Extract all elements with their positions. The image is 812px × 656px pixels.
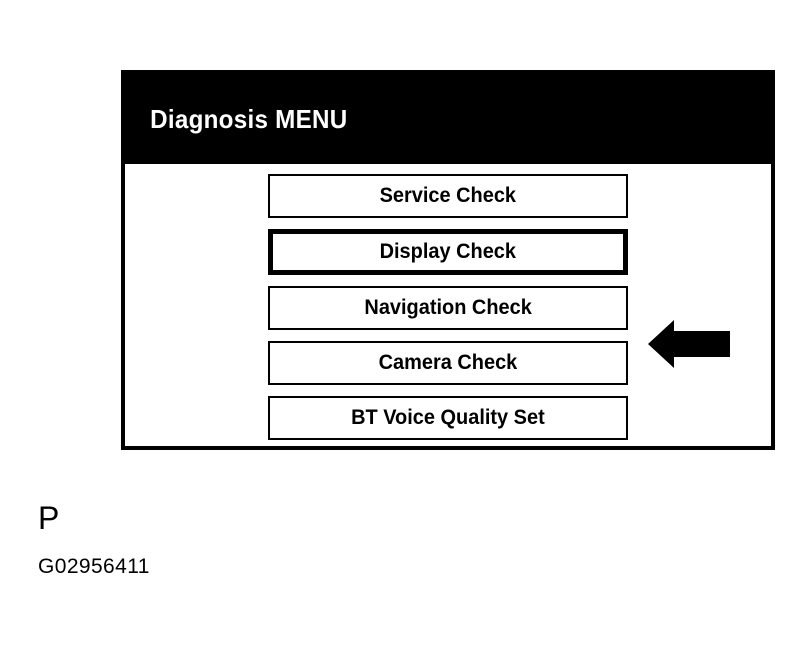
menu-button-service-check[interactable]: Service Check (268, 174, 628, 218)
menu-button-display-check[interactable]: Display Check (268, 229, 628, 275)
menu-button-label: Camera Check (378, 351, 518, 374)
menu-button-navigation-check[interactable]: Navigation Check (268, 286, 628, 330)
menu-button-bt-voice-quality-set[interactable]: BT Voice Quality Set (268, 396, 628, 440)
figure-caption: P G02956411 (38, 502, 150, 577)
menu-button-label: BT Voice Quality Set (351, 406, 545, 429)
screen-body: Service Check Display Check Navigation C… (125, 164, 771, 446)
figure-id-label: G02956411 (38, 555, 150, 578)
diagnosis-screen-panel: Diagnosis MENU Service Check Display Che… (121, 70, 775, 450)
diagnosis-menu-list: Service Check Display Check Navigation C… (268, 174, 628, 451)
page-title: Diagnosis MENU (150, 103, 348, 134)
menu-button-camera-check[interactable]: Camera Check (268, 341, 628, 385)
menu-button-label: Service Check (379, 184, 517, 207)
caption-letter: P (38, 500, 60, 536)
arrow-left-icon (648, 320, 730, 368)
menu-button-label: Navigation Check (364, 296, 532, 319)
screen-header-bar: Diagnosis MENU (125, 74, 771, 164)
menu-button-label: Display Check (379, 240, 517, 263)
